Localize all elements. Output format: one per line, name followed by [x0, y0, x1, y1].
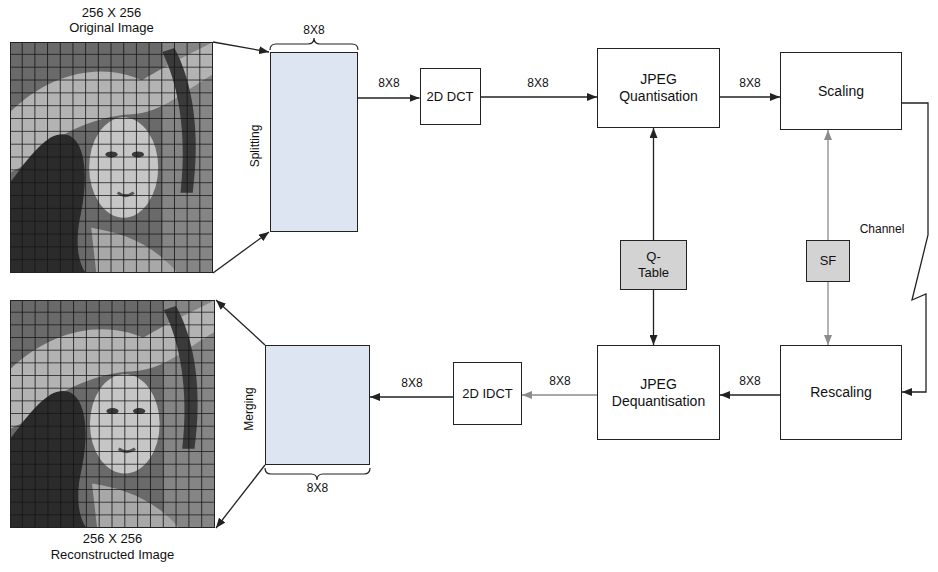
node-label: Scaling [818, 83, 864, 100]
node-label: Q-Table [632, 249, 676, 280]
node-label: 256 X 256 Reconstructed Image [45, 531, 180, 562]
node-label: SF [820, 253, 837, 269]
original-image-picture [10, 42, 213, 273]
process-box: Scaling [780, 52, 902, 130]
process-box: 2D DCT [420, 68, 481, 125]
process-box: Rescaling [780, 345, 902, 440]
flow-arrow [827, 130, 828, 240]
size-brace [270, 38, 358, 50]
block-panel: 8X8 [270, 52, 358, 232]
flow-arrow [370, 396, 453, 397]
process-box: JPEG Quantisation [597, 48, 720, 128]
flow-arrow [481, 96, 598, 97]
flow-arrow [653, 290, 654, 345]
flow-arrow [720, 96, 780, 97]
node-label: 8X8 [303, 23, 324, 37]
edge-label: 8X8 [547, 375, 572, 389]
table-box: SF [806, 240, 850, 282]
flow-arrow [216, 465, 265, 528]
flow-arrow [522, 394, 597, 395]
flow-arrow [720, 394, 780, 395]
flow-arrow [358, 97, 420, 98]
size-brace [265, 468, 370, 480]
process-box: JPEG Dequantisation [597, 345, 720, 440]
edge-label: 8X8 [737, 77, 762, 91]
flow-arrow [213, 232, 269, 273]
edge-label: Merging [243, 385, 257, 432]
node-label: 2D DCT [427, 89, 474, 105]
edge-label: 8X8 [737, 375, 762, 389]
node-label: 256 X 256 Original Image [62, 5, 162, 36]
node-label: 2D IDCT [462, 386, 513, 402]
edge-label: 8X8 [525, 77, 550, 91]
process-box: 2D IDCT [453, 362, 522, 425]
node-label: Rescaling [810, 384, 871, 401]
edge-label: 8X8 [399, 377, 424, 391]
edge-label: 8X8 [376, 77, 401, 91]
flow-arrow [213, 42, 269, 52]
table-box: Q-Table [620, 240, 687, 290]
node-label: JPEG Quantisation [611, 71, 706, 105]
edge-label: Splitting [249, 123, 263, 170]
image-panel: 256 X 256 Original Image [10, 42, 213, 273]
reconstructed-image-picture [10, 300, 215, 528]
edge-label: Channel [858, 223, 907, 237]
flow-arrow [902, 103, 928, 392]
flow-arrow [827, 282, 828, 345]
flow-arrow [216, 300, 265, 345]
image-panel: 256 X 256 Reconstructed Image [10, 300, 215, 528]
node-label: 8X8 [307, 481, 328, 495]
block-panel: 8X8 [265, 345, 370, 465]
node-label: JPEG Dequantisation [606, 376, 711, 410]
flow-arrow [653, 128, 654, 240]
